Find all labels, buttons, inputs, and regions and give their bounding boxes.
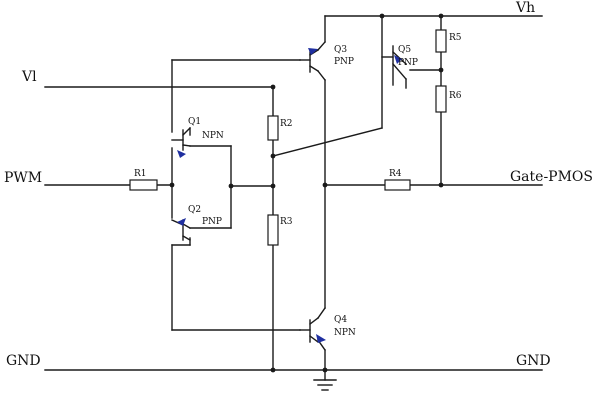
q4-ref-label: Q4: [334, 315, 347, 325]
r5-label: R5: [449, 33, 462, 43]
resistor-r6: [435, 85, 447, 113]
q3-emitter-arrow-icon: [308, 48, 318, 55]
net-label-pwm: PWM: [4, 170, 42, 186]
r2-label: R2: [280, 119, 293, 129]
resistor-r1: [129, 179, 158, 191]
q2-emitter-arrow-icon: [177, 218, 186, 226]
q1-ref-label: Q1: [188, 117, 201, 127]
resistor-r4: [384, 179, 411, 191]
transistor-q5: [394, 55, 402, 64]
q1-emitter-arrow-icon: [177, 150, 186, 158]
q4-type-label: NPN: [334, 328, 356, 338]
net-label-vh: Vh: [515, 0, 535, 16]
junctions: [169, 13, 444, 373]
q5-type-label: PNP: [398, 58, 418, 68]
r3-label: R3: [280, 217, 293, 227]
q2-ref-label: Q2: [188, 205, 201, 215]
resistor-r3: [267, 214, 279, 246]
transistor-q3: [299, 48, 319, 73]
net-label-vl: Vl: [21, 69, 37, 85]
r6-label: R6: [449, 91, 462, 101]
q2-type-label: PNP: [202, 217, 222, 227]
transistor-q2: [171, 218, 191, 241]
q5-ref-label: Q5: [398, 45, 411, 55]
net-label-gnd-right: GND: [516, 353, 551, 369]
net-label-gnd-left: GND: [6, 353, 41, 369]
q3-ref-label: Q3: [334, 45, 347, 55]
q1-type-label: NPN: [202, 131, 224, 141]
transistor-q4: [299, 307, 326, 343]
q4-emitter-arrow-icon: [316, 334, 326, 343]
wires: [44, 15, 543, 391]
r4-label: R4: [389, 169, 402, 179]
q3-type-label: PNP: [334, 57, 354, 67]
resistor-r5: [435, 29, 447, 53]
transistor-q1: [171, 127, 191, 158]
q5-emitter-arrow-icon: [394, 55, 402, 64]
resistor-r2: [267, 115, 279, 141]
r1-label: R1: [134, 169, 147, 179]
net-label-gate-pmos: Gate-PMOS: [510, 169, 593, 185]
